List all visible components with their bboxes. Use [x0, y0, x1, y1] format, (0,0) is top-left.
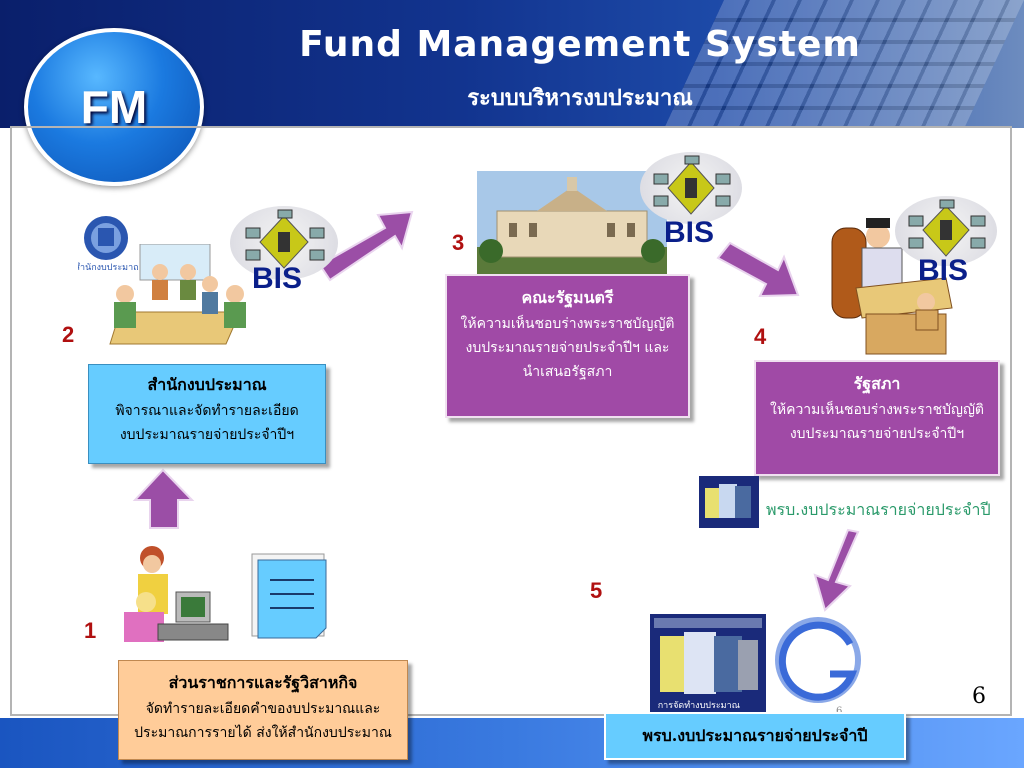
step4-title: รัฐสภา	[853, 374, 901, 393]
page-title: Fund Management System	[299, 24, 861, 65]
step2-box: สำนักงบประมาณ พิจารณาและจัดทำรายละเอียด …	[88, 364, 326, 464]
step4-box: รัฐสภา ให้ความเห็นชอบร่างพระราชบัญญัติ ง…	[754, 360, 1000, 476]
budget-act-caption: พรบ.งบประมาณรายจ่ายประจำปี	[766, 500, 991, 519]
arrow-step4-to-step5	[813, 528, 860, 612]
arrow-step1-to-step2	[132, 468, 195, 529]
bis-network-icon	[230, 206, 338, 280]
step2-title: สำนักงบประมาณ	[147, 375, 267, 394]
step3-title: คณะรัฐมนตรี	[521, 288, 614, 307]
bis-network-icon	[640, 152, 742, 224]
step1-line-2: ประมาณการรายได้ ส่งให้สำนักงบประมาณ	[134, 725, 392, 741]
step-number-1: 1	[84, 618, 97, 643]
step5-title: พรบ.งบประมาณรายจ่ายประจำปี	[642, 726, 868, 745]
step4-line-1: ให้ความเห็นชอบร่างพระราชบัญญัติ	[770, 402, 984, 418]
step3-line-2: งบประมาณรายจ่ายประจำปีฯ และ	[465, 340, 670, 356]
content-frame	[10, 126, 1012, 716]
step-number-3: 3	[452, 230, 465, 255]
government-house-image	[477, 171, 667, 275]
budget-books-caption: การจัดทำงบประมาณ	[658, 700, 740, 711]
bis-label-step2: BIS	[252, 262, 303, 295]
page-subtitle: ระบบบริหารงบประมาณ	[467, 86, 693, 111]
step1-title: ส่วนราชการและรัฐวิสาหกิจ	[168, 673, 358, 692]
bis-label-step3: BIS	[664, 216, 715, 249]
budget-act-books-icon	[699, 476, 759, 528]
step-number-4: 4	[754, 324, 767, 349]
bis-label-step4: BIS	[918, 254, 969, 287]
budget-books-image: การจัดทำงบประมาณ	[650, 614, 766, 712]
page-number: 6	[972, 684, 986, 709]
meeting-room-icon	[109, 244, 246, 345]
arrow-step2-to-step3	[318, 210, 414, 282]
step2-line-1: พิจารณาและจัดทำรายละเอียด	[115, 403, 299, 419]
gfmis-logo: GFMIS	[775, 617, 861, 703]
step3-line-1: ให้ความเห็นชอบร่างพระราชบัญญัติ	[460, 316, 675, 332]
bis-network-icon	[895, 196, 997, 266]
step3-box: คณะรัฐมนตรี ให้ความเห็นชอบร่างพระราชบัญญ…	[445, 274, 690, 418]
step2-line-2: งบประมาณรายจ่ายประจำปีฯ	[119, 427, 295, 443]
small-page-number: 6	[836, 706, 842, 717]
step-number-2: 2	[62, 322, 75, 347]
fm-logo: FM	[24, 28, 204, 186]
step1-box: ส่วนราชการและรัฐวิสาหกิจ จัดทำรายละเอียด…	[118, 660, 408, 760]
parliament-clerk-icon	[831, 218, 953, 355]
office-workers-icon	[124, 546, 229, 642]
bureau-seal-icon: สำนักงบประมาณ	[78, 216, 138, 273]
step5-box: พรบ.งบประมาณรายจ่ายประจำปี	[604, 712, 906, 760]
step-number-5: 5	[590, 578, 603, 603]
step4-line-2: งบประมาณรายจ่ายประจำปีฯ	[789, 426, 965, 442]
gfmis-logo-text: GFMIS	[800, 655, 844, 671]
step3-line-3: นำเสนอรัฐสภา	[522, 364, 613, 380]
arrow-step3-to-step4	[716, 241, 800, 298]
bureau-seal-text: สำนักงบประมาณ	[78, 262, 138, 273]
document-icon	[251, 553, 327, 639]
step1-line-1: จัดทำรายละเอียดคำของบประมาณและ	[145, 701, 381, 717]
